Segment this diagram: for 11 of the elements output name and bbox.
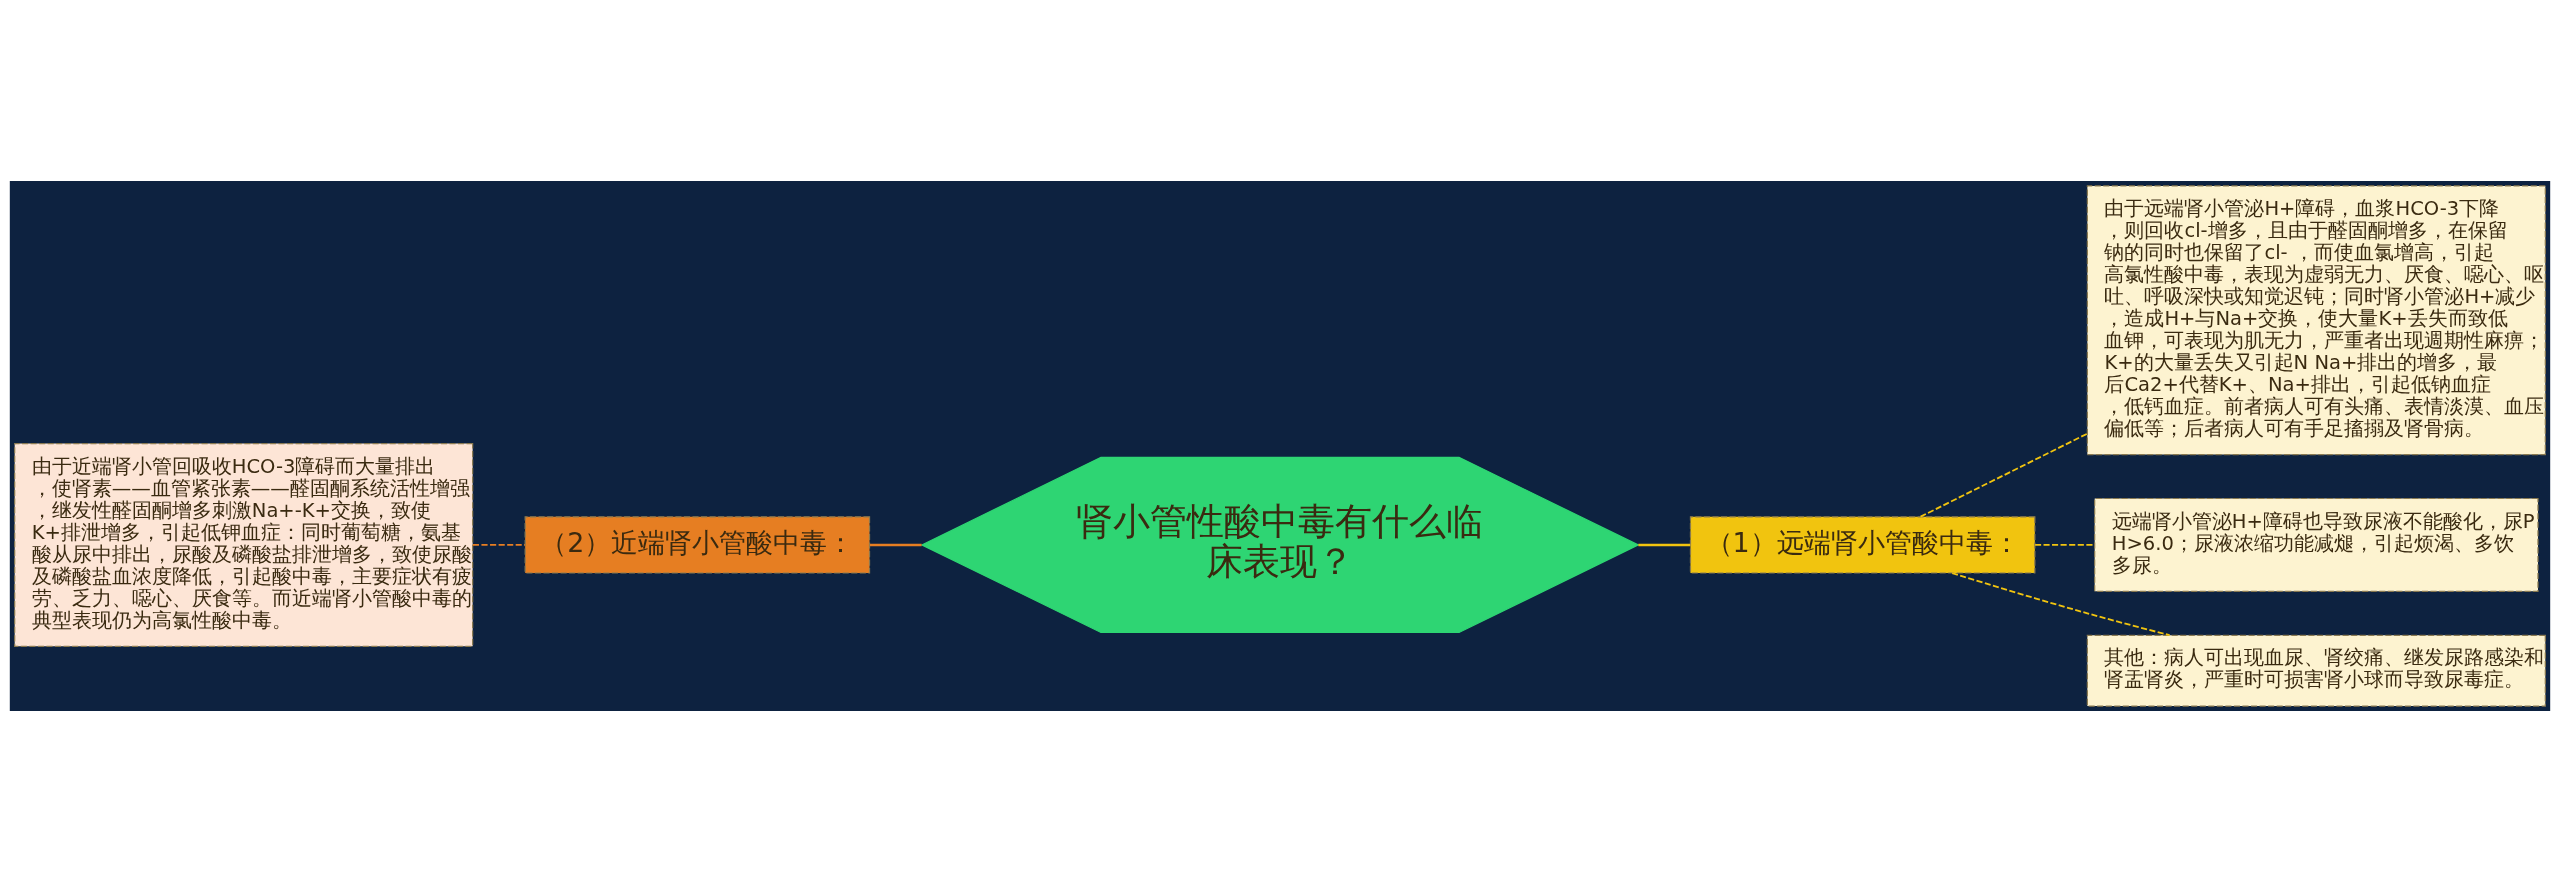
connector: [1919, 432, 2089, 518]
connector: [1951, 571, 2171, 636]
node-box: 由于远端肾小管泌H+障碍，血浆HCO-3下降，则回收cl-增多，且由于醛固酮增多，在保留钠的同时也保留了cl- ，而使血氯增高，引起高氯性酸中毒，表现为虚弱无力、厌食、噁心、呕吐、呼吸深快或知觉迟钝；同时肾小管泌H+减少，造成H+与Na+交换，使大量K+丢失而致低血钾，可表现为肌无力，严重者出现週期性麻痹；K+的大量丢失又引起N Na+排出的增多，最后Ca2+代替K+、Na+排出，引起低钠血症，低钙血症。前者病人可有头痛、表情淡漠、血压偏低等；后者病人可有手足搐搦及肾骨病。: [2086, 184, 2546, 455]
node-box: （1）远端肾小管酸中毒：: [1689, 515, 2036, 574]
node-box: 其他：病人可出现血尿、肾绞痛、继发尿路感染和肾盂肾炎，严重时可损害肾小球而导致尿毒症。: [2086, 634, 2546, 707]
connector: [869, 543, 922, 546]
connector: [1638, 543, 1691, 546]
connector: [471, 543, 526, 546]
node-box: （2）近端肾小管酸中毒：: [524, 515, 871, 574]
node-box: 由于近端肾小管回吸收HCO-3障碍而大量排出，使肾素——血管紧张素——醛固酮系统活性增强，继发性醛固酮增多刺激Na+-K+交换，致使K+排泄增多，引起低钾血症：同时葡萄糖，氨基酸从尿中排出，尿酸及磷酸盐排泄增多，致使尿酸及磷酸盐血浓度降低，引起酸中毒，主要症状有疲劳、乏力、噁心、厌食等。而近端肾小管酸中毒的典型表现仍为高氯性酸中毒。: [14, 442, 474, 647]
node-box: 远端肾小管泌H+障碍也导致尿液不能酸化，尿PH>6.0；尿液浓缩功能减煺，引起烦渴、多饮多尿。: [2094, 497, 2539, 592]
